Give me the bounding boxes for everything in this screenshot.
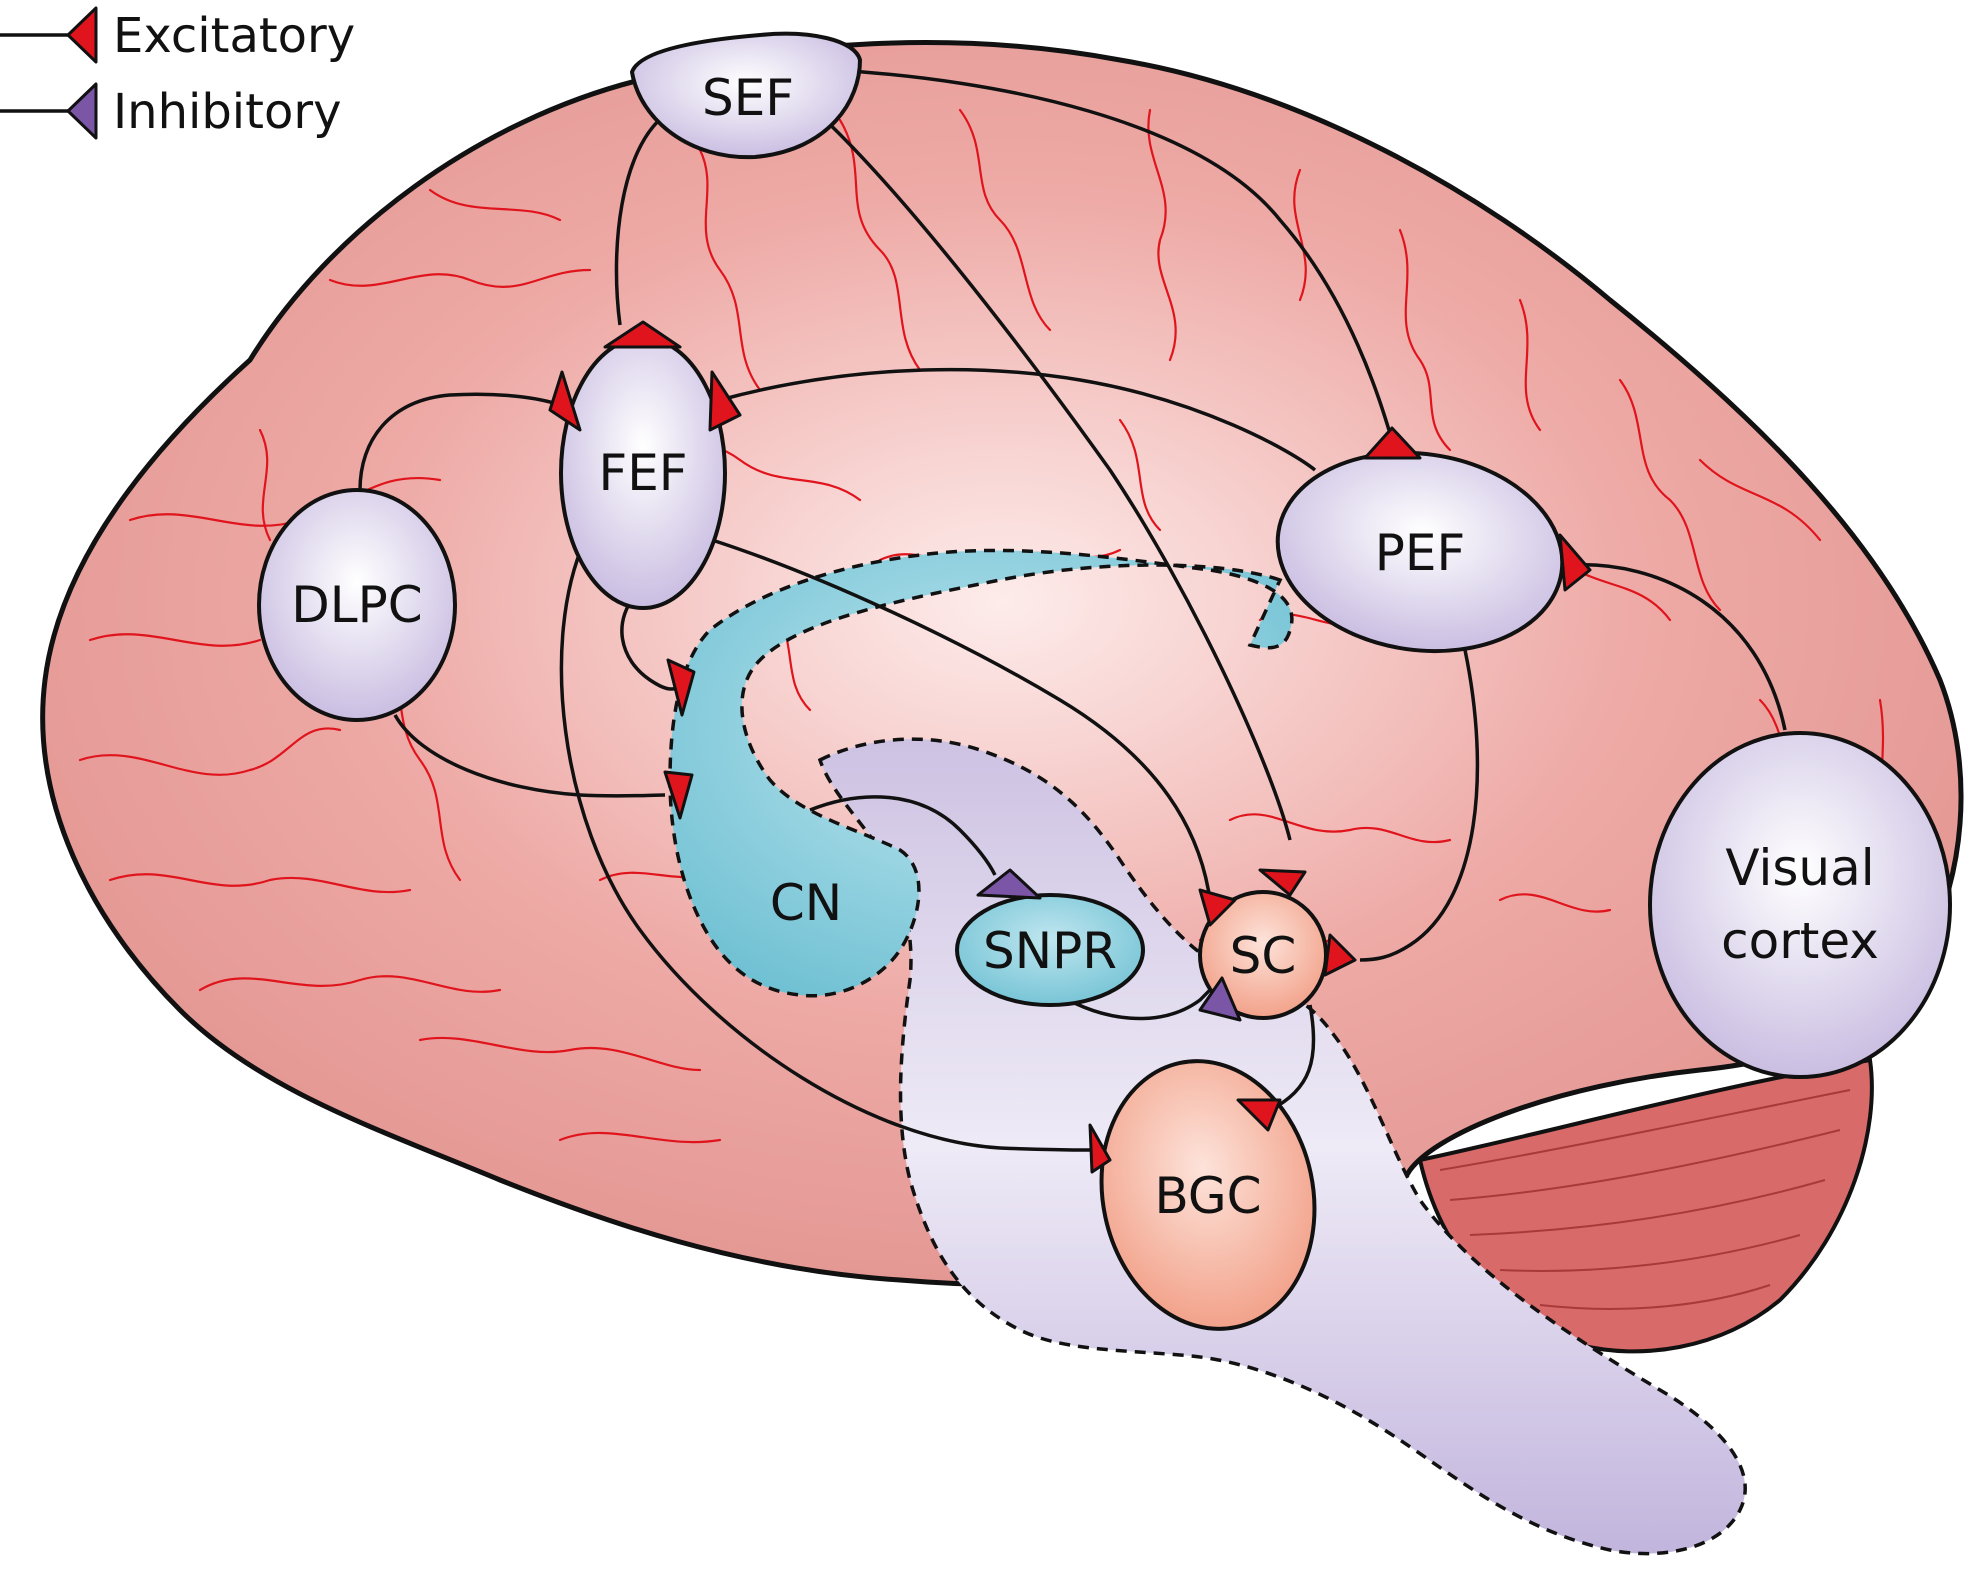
synapse-dlpc-cn	[663, 770, 694, 820]
edge-sef-pef	[834, 68, 1394, 441]
synapse-snpr-sc	[1198, 976, 1242, 1022]
edge-sef-fef	[614, 113, 667, 326]
synapse-pef-visual	[1558, 533, 1592, 592]
visual-cortex-node	[1648, 731, 1952, 1079]
connection-lines	[358, 68, 1787, 1152]
synapse-sc-bgc	[1236, 1098, 1282, 1132]
edge-cn-snpr	[809, 795, 997, 876]
snpr-node	[955, 893, 1145, 1007]
inhibitory-synapses	[976, 868, 1242, 1022]
caudate-nucleus-shape	[668, 548, 1294, 998]
visual-cortex-label-line1: Visual	[1725, 839, 1874, 897]
edge-fef-sc	[711, 538, 1212, 901]
sef-label: SEF	[702, 69, 794, 127]
edge-fef-cn	[620, 588, 681, 691]
synapse-fef-cn	[666, 658, 696, 717]
fef-label: FEF	[598, 444, 687, 502]
pef-label: PEF	[1375, 524, 1466, 582]
edge-dlpc-cn	[393, 714, 666, 798]
pef-node	[1275, 450, 1565, 654]
synapse-fef-bgc	[1088, 1123, 1112, 1174]
dlpc-label: DLPC	[291, 576, 422, 634]
edge-fef-bgc	[559, 539, 1091, 1152]
synapse-sef-pef	[1363, 426, 1422, 460]
excitatory-marker-icon	[66, 6, 98, 64]
legend: Excitatory Inhibitory	[0, 6, 355, 140]
edge-pef-visual	[1569, 562, 1787, 731]
legend-inhibitory-label: Inhibitory	[113, 84, 341, 140]
synapse-sc-c	[1323, 933, 1357, 977]
excitatory-synapses	[548, 320, 1592, 1174]
synapse-cn-snpr	[976, 868, 1042, 900]
edge-pef-sc	[1359, 649, 1480, 962]
synapse-sef-fef	[603, 320, 682, 349]
inhibitory-marker-icon	[66, 82, 98, 140]
cerebral-cortex	[40, 40, 1964, 1288]
edge-dlpc-fef	[358, 392, 561, 491]
edge-fef-pef	[719, 367, 1317, 472]
legend-excitatory-label: Excitatory	[113, 8, 355, 64]
synapse-dlpc-fef	[548, 370, 582, 432]
sc-label: SC	[1230, 927, 1297, 985]
visual-cortex-label-line2: cortex	[1721, 912, 1879, 970]
edge-sc-bgc	[1269, 1004, 1316, 1112]
synapse-sc-a	[1198, 888, 1237, 927]
snpr-label: SNPR	[983, 922, 1117, 980]
cerebellum-folia	[1439, 1089, 1851, 1310]
sef-node	[629, 31, 863, 160]
dlpc-node	[257, 488, 457, 722]
cn-label: CN	[770, 874, 842, 932]
bgc-node	[1099, 1059, 1317, 1331]
edge-sef-sc	[818, 113, 1292, 841]
bgc-label: BGC	[1154, 1167, 1261, 1225]
synapse-sc-b	[1258, 868, 1307, 897]
synapse-fef-pef	[708, 370, 742, 432]
